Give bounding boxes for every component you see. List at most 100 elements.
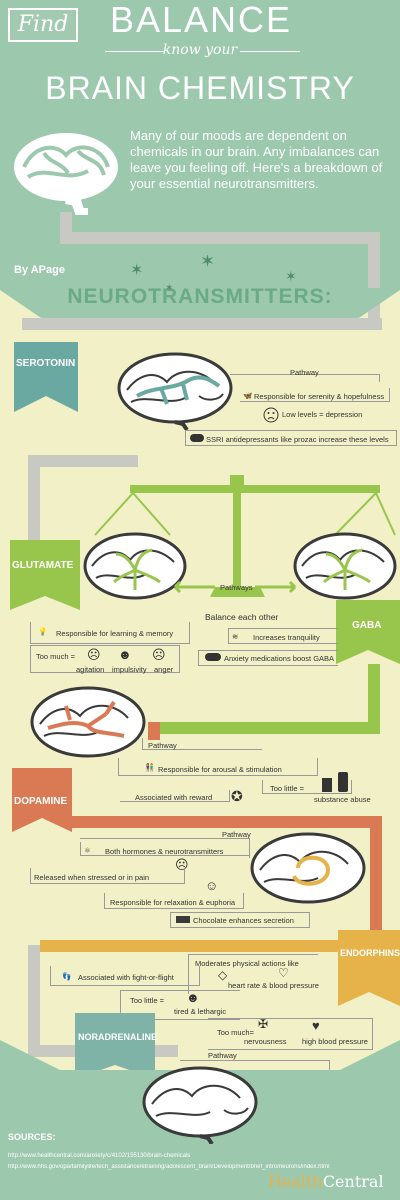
svg-text:✶: ✶ [130, 262, 143, 279]
stressed-face-icon: ☹ [175, 857, 189, 872]
section-title: NEUROTRANSMITTERS: [67, 285, 333, 308]
brain-icon [30, 686, 146, 758]
pipe [60, 232, 380, 244]
connector [208, 1018, 373, 1050]
pill-icon [190, 434, 204, 442]
balance-scale-icon [94, 475, 396, 597]
pipe [40, 940, 340, 952]
endorphins-fact4: Chocolate enhances secretion [193, 916, 294, 925]
nora-tired: tired & lethargic [174, 1007, 227, 1016]
effect-impulsivity: impulsivity [112, 665, 147, 674]
pipe [148, 722, 160, 740]
glutamate-flag [10, 540, 80, 610]
connector [50, 966, 200, 986]
find-label: Find [8, 8, 78, 42]
brain-icon [83, 532, 187, 600]
gaba-label: GABA [352, 620, 382, 631]
nora-fact1: Associated with fight-or-flight [78, 973, 174, 982]
byline: By APage [14, 264, 65, 276]
wave-icon: ≋ [232, 632, 239, 641]
nora-heart: heart rate & blood pressure [228, 981, 319, 990]
too-much-label: Too much = [36, 652, 75, 661]
pipe [150, 722, 380, 734]
gaba-flag [336, 600, 400, 664]
sad-face-icon [263, 407, 279, 423]
band-edge [0, 288, 400, 324]
nora-pathway: Pathway [208, 1051, 237, 1060]
endorphins-fact3: Responsible for relaxation & euphoria [110, 898, 236, 907]
serotonin-pathway: Pathway [290, 368, 319, 377]
connector [240, 388, 390, 402]
connector [120, 790, 230, 802]
pipe [28, 455, 40, 545]
pill-icon [205, 653, 221, 661]
heart-outline-icon: ♡ [278, 966, 289, 980]
nora-nervous: nervousness [244, 1037, 287, 1046]
serotonin-fact3: SSRI antidepressants like prozac increas… [206, 435, 389, 444]
angry-face-icon: ☹ [87, 647, 101, 662]
noradrenaline-label: NORADRENALINE [78, 1032, 158, 1042]
connector [228, 628, 338, 644]
nervous-icon: ✠ [258, 1017, 269, 1031]
connector [142, 738, 262, 750]
pathway-arrows-icon [173, 580, 297, 594]
sources-heading: SOURCES: [8, 1132, 56, 1142]
happy-face-icon: ☺ [205, 878, 219, 893]
atom-icon: ⚛ [84, 846, 91, 855]
connector [80, 842, 250, 856]
connector [118, 758, 318, 776]
nora-too-much: Too much= [217, 1028, 254, 1037]
brain-icon [14, 133, 118, 215]
serotonin-flag [14, 342, 78, 412]
connector [120, 990, 240, 1020]
endorphins-flag [338, 930, 400, 1006]
sparkle-icon: ✶ ✶ ✶ ✶ [130, 255, 297, 294]
brain-icon [117, 352, 233, 430]
serotonin-fact2: Low levels = depression [282, 410, 363, 419]
source-link-1[interactable]: http://www.healthcentral.com/anxiety/c/4… [8, 1153, 191, 1159]
connector [198, 650, 338, 666]
gaba-fact1: Increases tranquility [253, 633, 320, 642]
connector [230, 374, 380, 382]
brain-icon [250, 832, 366, 904]
pipe [370, 816, 382, 936]
anger-face-icon: ☹ [152, 647, 166, 662]
title-balance: BALANCE [110, 0, 293, 40]
diamond-icon: ◇ [218, 968, 228, 982]
connector [30, 868, 185, 884]
brain-icon [142, 1066, 258, 1144]
sleepy-face-icon: ☻ [186, 990, 200, 1005]
impulsive-face-icon: ☻ [118, 647, 132, 662]
connector [185, 430, 397, 446]
nora-bp: high blood pressure [302, 1037, 368, 1046]
pipe [22, 318, 382, 330]
connector [30, 645, 180, 673]
chocolate-icon [176, 916, 190, 923]
pipe [72, 816, 382, 828]
butterfly-icon: 🦋 [243, 391, 253, 400]
endorphins-label: ENDORPHINS [340, 948, 400, 958]
bottle-icon [322, 772, 348, 792]
glutamate-label: GLUTAMATE [12, 560, 74, 571]
noradrenaline-flag [75, 1013, 155, 1079]
endorphins-pathway: Pathway [222, 830, 251, 839]
svg-text:✶: ✶ [200, 255, 215, 271]
serotonin-label: SEROTONIN [16, 358, 76, 369]
brand-central: Central [322, 1172, 384, 1191]
pipe [28, 945, 40, 1055]
connector [262, 780, 352, 794]
award-icon: ✪ [231, 788, 243, 804]
source-link-2[interactable]: http://www.hhs.gov/opa/familylife/tech_a… [8, 1164, 330, 1170]
endorphins-fact2: Released when stressed or in pain [34, 873, 150, 882]
title-brain-chemistry: BRAIN CHEMISTRY [45, 70, 355, 106]
couple-icon: 👫 [145, 763, 155, 772]
nora-too-little: Too little = [130, 996, 164, 1005]
endorphins-fact1: Both hormones & neurotransmitters [105, 847, 224, 856]
connector [188, 954, 318, 994]
glutamate-fact1: Responsible for learning & memory [56, 629, 174, 638]
nora-moderates: Moderates physical actions like [195, 959, 299, 968]
heart-icon: ♥ [312, 1018, 320, 1033]
bulb-icon: 💡 [38, 627, 48, 636]
pathways-label: Pathways [220, 583, 253, 592]
dopamine-fact1: Responsible for arousal & stimulation [158, 765, 282, 774]
